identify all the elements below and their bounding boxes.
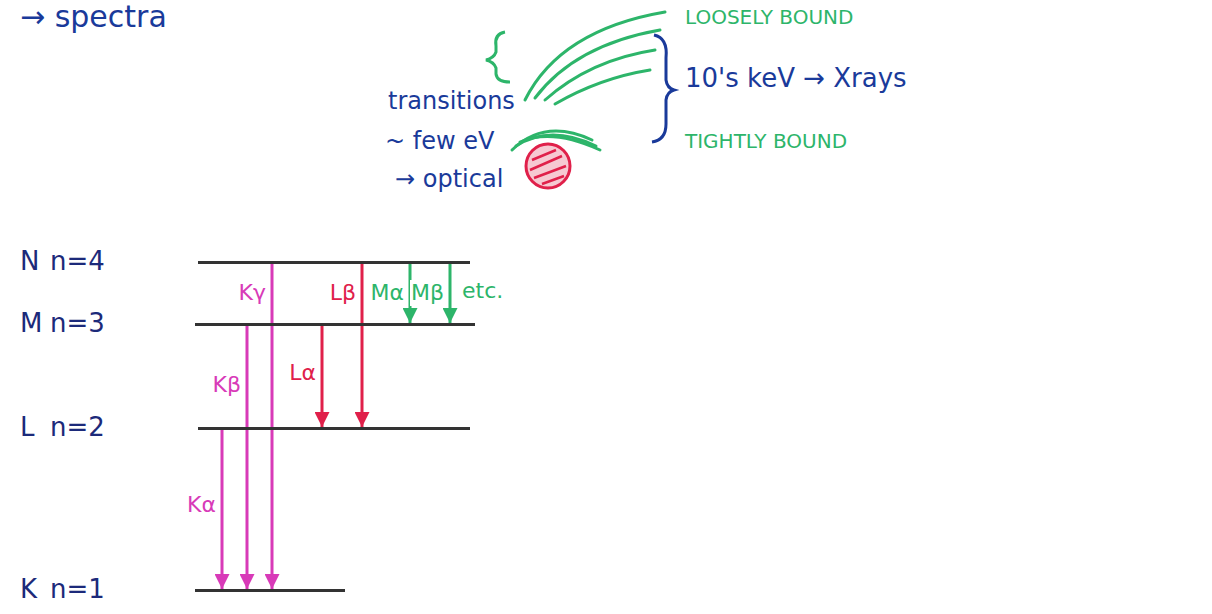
transition-label: Kα bbox=[186, 492, 217, 518]
transition-brace bbox=[486, 32, 510, 82]
note-label: TIGHTLY BOUND bbox=[685, 130, 847, 153]
quantum-number: n=3 bbox=[50, 308, 105, 338]
shell-arc bbox=[555, 70, 650, 104]
transition-label: Mβ bbox=[410, 280, 445, 306]
loose-shells bbox=[525, 12, 665, 104]
note-label: transitions bbox=[388, 88, 515, 116]
note-label: → spectra bbox=[20, 0, 167, 35]
transition-arrow bbox=[321, 326, 324, 427]
shell-letter: K bbox=[20, 574, 37, 604]
shell-arc bbox=[535, 30, 660, 98]
transition-arrow bbox=[246, 326, 249, 589]
energy-bracket bbox=[652, 35, 674, 142]
quantum-number: n=1 bbox=[50, 574, 105, 604]
note-label: ~ few eV bbox=[385, 128, 494, 156]
shell-arc bbox=[545, 50, 655, 100]
energy-level: Ln=2 bbox=[198, 427, 470, 430]
nucleus-scribble bbox=[530, 150, 566, 184]
note-label: etc. bbox=[462, 278, 503, 303]
nucleus bbox=[526, 144, 570, 188]
energy-level: Nn=4 bbox=[198, 261, 470, 264]
nucleus-circle bbox=[526, 144, 570, 188]
quantum-number: n=2 bbox=[50, 412, 105, 442]
quantum-number: n=4 bbox=[50, 246, 105, 276]
shell-letter: M bbox=[20, 308, 42, 338]
energy-level: Mn=3 bbox=[195, 323, 475, 326]
shell-letter: L bbox=[20, 412, 35, 442]
shell-arc bbox=[525, 12, 665, 100]
transition-label: Kγ bbox=[238, 280, 267, 306]
transition-label: Lβ bbox=[329, 280, 357, 306]
transition-arrow bbox=[361, 264, 364, 427]
energy-level: Kn=1 bbox=[195, 589, 345, 592]
note-label: 10's keV → Xrays bbox=[685, 64, 907, 94]
transition-arrow bbox=[449, 264, 452, 323]
transition-label: Mα bbox=[370, 280, 405, 306]
transition-label: Lα bbox=[288, 360, 317, 386]
note-label: → optical bbox=[395, 166, 503, 194]
transition-label: Kβ bbox=[212, 372, 242, 398]
note-label: LOOSELY BOUND bbox=[685, 6, 853, 29]
shell-letter: N bbox=[20, 246, 39, 276]
transition-arrow bbox=[221, 430, 224, 589]
